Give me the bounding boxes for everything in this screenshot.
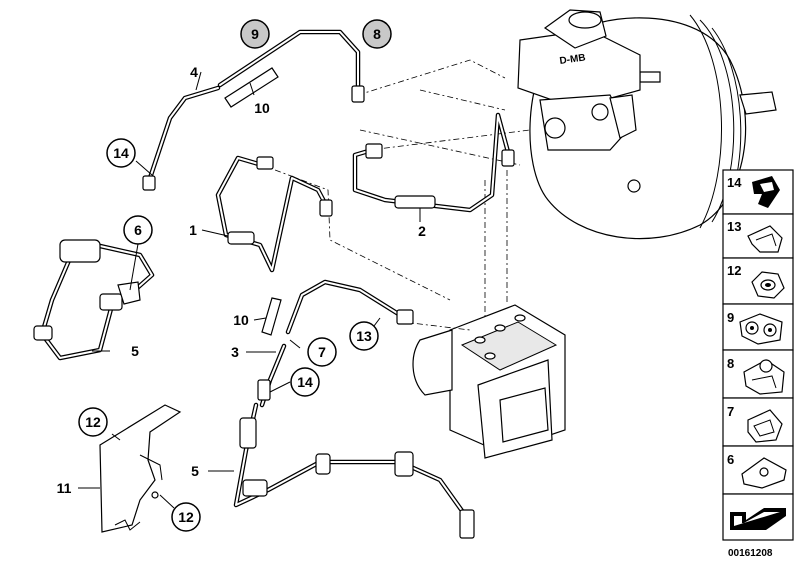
callout-1: 1 <box>189 222 197 238</box>
legend-num-12: 12 <box>727 263 741 278</box>
legend-num-8: 8 <box>727 356 734 371</box>
svg-text:D-MB: D-MB <box>559 52 586 67</box>
pipe-4 <box>142 85 221 191</box>
legend-num-6: 6 <box>727 452 734 467</box>
double-clip-icon <box>739 313 783 345</box>
callout-7: 7 <box>318 344 326 360</box>
spring-clip-icon <box>747 409 783 443</box>
callout-14-mid-circle <box>290 367 320 397</box>
callout-12-top-circle <box>78 407 108 437</box>
bracket-clip-icon <box>747 225 783 253</box>
pipe-2 <box>352 112 515 213</box>
callout-10-mid: 10 <box>233 312 249 328</box>
hex-nut-icon <box>751 271 785 299</box>
callout-13: 13 <box>356 328 372 344</box>
pipe-clip-icon <box>743 359 785 395</box>
pipe-top <box>217 29 365 103</box>
callout-2: 2 <box>418 223 426 239</box>
callout-6: 6 <box>134 222 142 238</box>
callout-9: 9 <box>251 26 259 42</box>
callout-14-top: 14 <box>113 145 129 161</box>
callout-6-circle <box>123 215 153 245</box>
callout-4: 4 <box>190 64 198 80</box>
callout-9-circle <box>240 19 270 49</box>
callout-12-top: 12 <box>85 414 101 430</box>
callout-12-bottom-circle <box>171 502 201 532</box>
callout-12-bottom: 12 <box>178 509 194 525</box>
legend-num-9: 9 <box>727 310 734 325</box>
callout-3: 3 <box>231 344 239 360</box>
hose-10-mid <box>261 297 282 336</box>
pipe-13 <box>285 279 414 335</box>
callout-13-circle <box>349 321 379 351</box>
abs-unit <box>412 304 566 459</box>
clip-holder-icon <box>752 176 780 208</box>
callout-7-circle <box>307 337 337 367</box>
callout-14-top-circle <box>106 138 136 168</box>
legend-num-7: 7 <box>727 404 734 419</box>
retaining-clip-icon <box>741 457 787 489</box>
callouts: 9 8 4 10 14 6 1 2 10 3 7 13 14 5 5 12 11… <box>57 19 426 532</box>
legend-num-13: 13 <box>727 219 741 234</box>
legend-num-14: 14 <box>727 175 742 190</box>
hose-5-left <box>33 239 155 361</box>
legend-panel: 14 13 12 9 8 <box>722 169 794 559</box>
arrow-icon <box>730 508 786 530</box>
pipe-3 <box>257 343 287 408</box>
callout-5-lower: 5 <box>191 463 199 479</box>
pipe-1 <box>215 155 333 273</box>
callout-11: 11 <box>57 480 72 496</box>
callout-14-mid: 14 <box>297 374 313 390</box>
callout-5-left: 5 <box>131 343 139 359</box>
callout-8-circle <box>362 19 392 49</box>
hose-5-lower <box>233 402 475 539</box>
leader-lines <box>78 71 421 509</box>
master-cylinder: D-MB <box>517 9 641 151</box>
callout-8: 8 <box>373 26 381 42</box>
bracket-11 <box>99 404 182 533</box>
callout-10-top: 10 <box>254 100 270 116</box>
drawing-number: 00161208 <box>728 548 773 559</box>
